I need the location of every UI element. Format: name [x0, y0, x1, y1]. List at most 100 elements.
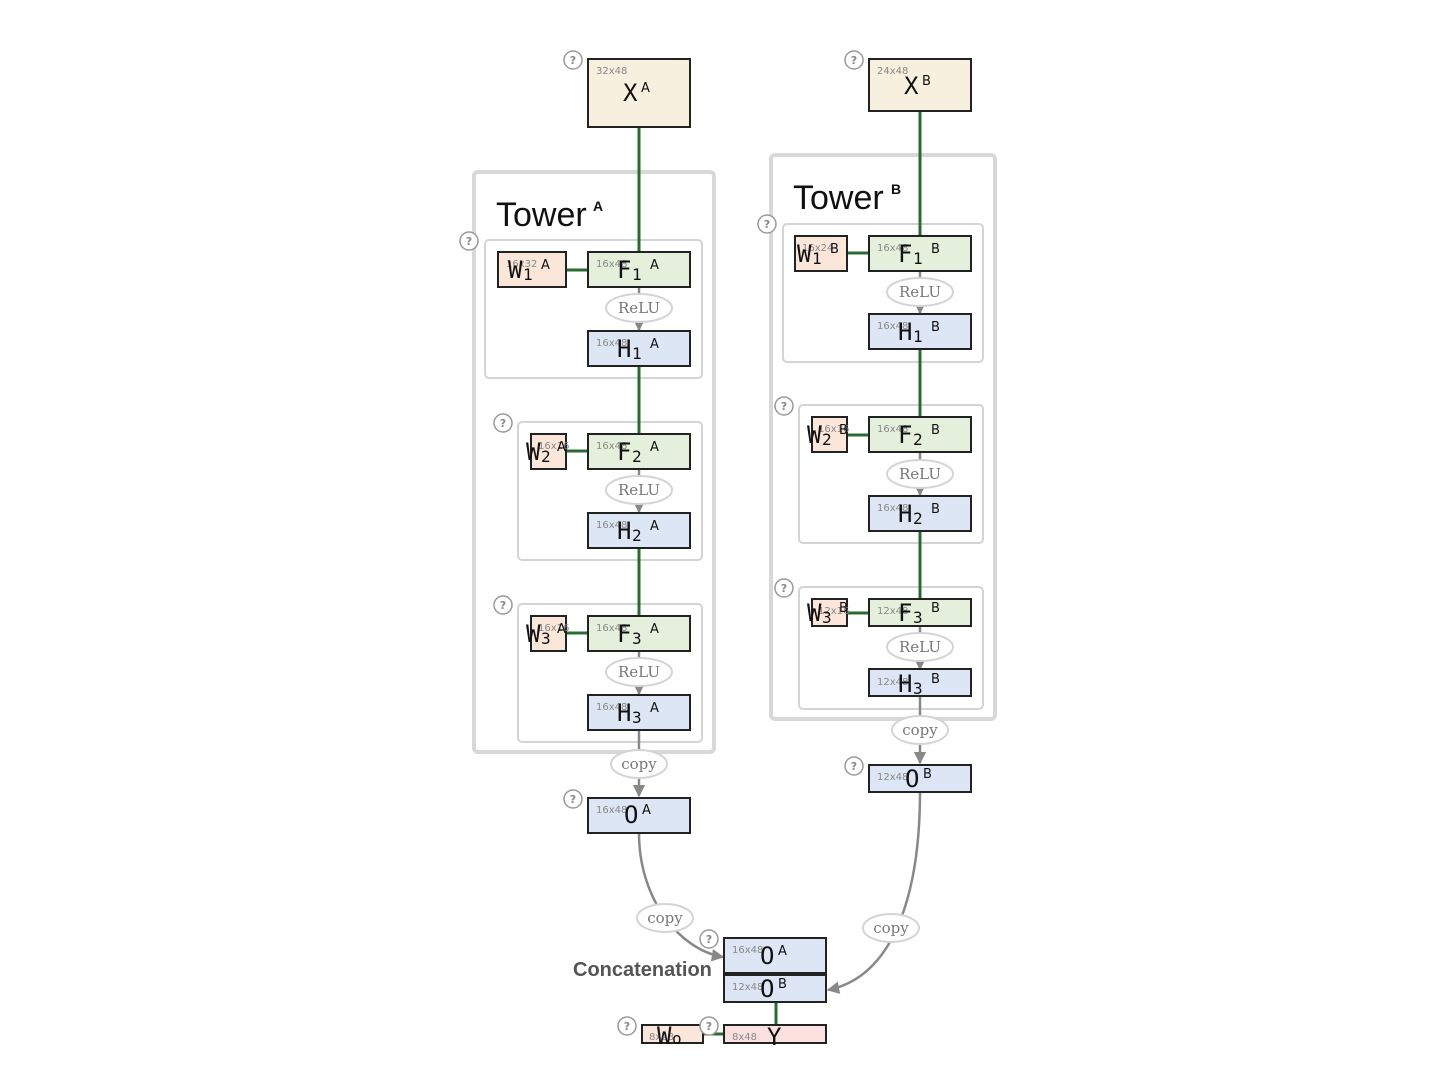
- relu-2a: ReLU: [605, 475, 673, 505]
- svg-text:A: A: [557, 440, 566, 455]
- svg-text:?: ?: [570, 793, 576, 806]
- tensor-w3b[interactable]: 12x16 W 3 B: [807, 598, 849, 627]
- help-icon[interactable]: ?: [699, 929, 719, 949]
- svg-text:?: ?: [466, 235, 472, 248]
- svg-text:16x48: 16x48: [732, 945, 763, 956]
- data-links: [566, 111, 922, 1036]
- svg-text:H: H: [617, 517, 631, 545]
- tensor-h3b[interactable]: 12x48 H 3 B: [868, 668, 972, 698]
- help-icon[interactable]: ?: [844, 756, 864, 776]
- svg-text:16x24: 16x24: [802, 243, 833, 254]
- svg-text:8x48: 8x48: [732, 1032, 757, 1043]
- tensor-f2a[interactable]: 16x48 F 2 A: [587, 433, 691, 470]
- svg-text:W: W: [807, 599, 822, 627]
- help-icon[interactable]: ?: [459, 231, 479, 251]
- svg-text:16x16: 16x16: [538, 623, 569, 634]
- svg-text:16x48: 16x48: [596, 338, 627, 349]
- tensor-w1a[interactable]: 16x32 W 1 A: [497, 251, 567, 288]
- tensor-h2a[interactable]: 16x48 H 2 A: [587, 512, 691, 549]
- help-icon[interactable]: ?: [699, 1016, 719, 1036]
- svg-text:W: W: [526, 620, 541, 648]
- help-icon[interactable]: ?: [844, 50, 864, 70]
- help-icon[interactable]: ?: [757, 214, 777, 234]
- svg-text:?: ?: [624, 1020, 630, 1033]
- svg-text:F: F: [898, 240, 912, 268]
- svg-text:16x16: 16x16: [818, 424, 849, 435]
- svg-text:A: A: [650, 258, 659, 273]
- svg-text:3: 3: [632, 629, 642, 648]
- svg-text:O: O: [760, 942, 774, 970]
- tensor-oa[interactable]: 16x48 O A: [587, 797, 691, 834]
- svg-text:A: A: [642, 803, 651, 818]
- svg-text:2: 2: [913, 509, 923, 528]
- tensor-f1b[interactable]: 16x48 F 1 B: [868, 235, 972, 272]
- relu-2b: ReLU: [886, 459, 954, 489]
- tower-b-title-sup: B: [891, 181, 901, 197]
- svg-text:?: ?: [781, 400, 787, 413]
- svg-text:16x16: 16x16: [538, 441, 569, 452]
- svg-text:16x48: 16x48: [877, 321, 908, 332]
- svg-text:16x48: 16x48: [596, 441, 627, 452]
- tensor-y[interactable]: 8x48 Y: [723, 1023, 827, 1051]
- help-icon[interactable]: ?: [563, 789, 583, 809]
- tensor-wo[interactable]: 8x28 W o: [641, 1022, 704, 1050]
- tensor-f3b[interactable]: 12x48 F 3 B: [868, 598, 972, 627]
- svg-text:B: B: [931, 601, 940, 616]
- svg-text:ReLU: ReLU: [618, 481, 660, 499]
- tower-a-title: Tower: [496, 196, 587, 234]
- svg-text:B: B: [839, 423, 848, 438]
- svg-text:W: W: [657, 1022, 672, 1050]
- relu-1a: ReLU: [605, 293, 673, 323]
- tensor-w2a[interactable]: 16x16 W 2 A: [526, 433, 569, 470]
- help-icon[interactable]: ?: [617, 1016, 637, 1036]
- svg-text:?: ?: [500, 599, 506, 612]
- copy-concat-b: copy: [862, 913, 920, 943]
- svg-text:Y: Y: [767, 1023, 782, 1051]
- svg-text:B: B: [830, 242, 839, 257]
- svg-text:16x48: 16x48: [877, 503, 908, 514]
- tensor-ob[interactable]: 12x48 O B: [868, 764, 972, 793]
- tensor-w3a[interactable]: 16x16 W 3 A: [526, 615, 569, 652]
- tensor-w2b[interactable]: 16x16 W 2 B: [807, 416, 849, 453]
- copy-a: copy: [610, 749, 668, 779]
- svg-text:2: 2: [632, 526, 642, 545]
- help-icon[interactable]: ?: [774, 578, 794, 598]
- tower-a-frame: [472, 170, 716, 754]
- layer-1b-frame: [782, 223, 984, 363]
- svg-text:1: 1: [523, 265, 533, 284]
- svg-text:A: A: [541, 258, 550, 273]
- tensor-f2b[interactable]: 16x48 F 2 B: [868, 416, 972, 453]
- layer-1a-frame: [484, 239, 703, 379]
- svg-text:H: H: [617, 699, 631, 727]
- tensor-xb[interactable]: 24x48 X B: [868, 58, 972, 112]
- help-icon[interactable]: ?: [563, 50, 583, 70]
- help-icon[interactable]: ?: [774, 396, 794, 416]
- svg-text:16x32: 16x32: [506, 259, 537, 270]
- svg-text:copy: copy: [621, 755, 657, 773]
- svg-text:?: ?: [500, 417, 506, 430]
- svg-text:B: B: [931, 423, 940, 438]
- tensor-h1b[interactable]: 16x48 H 1 B: [868, 313, 972, 350]
- help-icon[interactable]: ?: [493, 413, 513, 433]
- tensor-h1a[interactable]: 16x48 H 1 A: [587, 330, 691, 367]
- svg-text:16x48: 16x48: [596, 805, 627, 816]
- svg-text:A: A: [650, 701, 659, 716]
- tensor-h2b[interactable]: 16x48 H 2 B: [868, 495, 972, 532]
- tensor-concat-oa[interactable]: 16x48 O A: [723, 937, 827, 974]
- svg-text:H: H: [898, 318, 912, 346]
- tensor-h3a[interactable]: 16x48 H 3 A: [587, 694, 691, 731]
- tensor-concat-ob[interactable]: 12x48 O B: [723, 974, 827, 1003]
- svg-text:32x48: 32x48: [596, 66, 627, 77]
- svg-text:H: H: [898, 500, 912, 528]
- svg-text:3: 3: [822, 608, 832, 627]
- tensor-xa[interactable]: 32x48 X A: [587, 58, 691, 128]
- svg-text:12x48: 12x48: [877, 677, 908, 688]
- tensor-f3a[interactable]: 16x48 F 3 A: [587, 615, 691, 652]
- svg-text:3: 3: [913, 608, 923, 627]
- help-icon[interactable]: ?: [493, 595, 513, 615]
- layer-3b-frame: [798, 586, 984, 710]
- tensor-w1b[interactable]: 16x24 W 1 B: [794, 235, 848, 272]
- tensor-f1a[interactable]: 16x48 F 1 A: [587, 251, 691, 288]
- relu-3a: ReLU: [605, 657, 673, 687]
